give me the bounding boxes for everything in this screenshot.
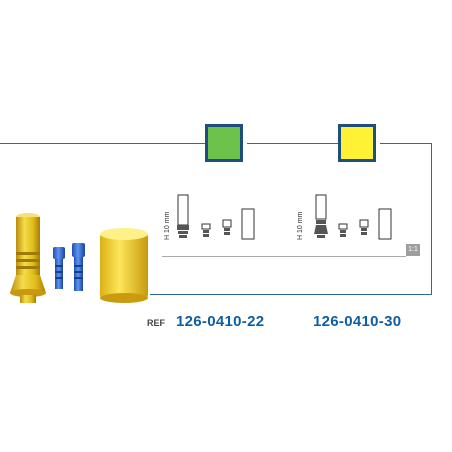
height-label: H 10 mm	[297, 211, 304, 240]
product-code-1: 126-0410-22	[176, 313, 265, 330]
height-label: H 10 mm	[164, 211, 171, 240]
frame-top-line	[0, 143, 205, 144]
product-2-schematic: H 10 mm	[295, 190, 405, 250]
product-1-schematic: H 10 mm	[162, 190, 262, 250]
color-swatch-green	[205, 124, 243, 162]
product-code-2: 126-0410-30	[313, 313, 402, 330]
frame-bottom-line	[150, 294, 432, 295]
screw-outline-icon-2	[222, 219, 232, 235]
sleeve-outline-icon	[241, 208, 255, 240]
sleeve-outline-icon	[378, 208, 392, 240]
screw-outline-icon	[338, 223, 348, 237]
screw-outline-icon-2	[359, 219, 369, 235]
screw-outline-icon	[201, 223, 211, 237]
baseline-2	[292, 256, 406, 257]
abutment-outline-icon	[314, 194, 328, 238]
baseline-1	[162, 256, 292, 257]
product-photo-image	[10, 213, 148, 303]
frame-top-line-right	[380, 143, 432, 144]
ref-label: REF	[147, 318, 165, 328]
abutment-outline-icon	[177, 194, 189, 238]
frame-top-line-mid	[247, 143, 338, 144]
scale-badge: 1:1	[406, 244, 420, 256]
color-swatch-yellow	[338, 124, 376, 162]
frame-right-line	[431, 143, 432, 294]
